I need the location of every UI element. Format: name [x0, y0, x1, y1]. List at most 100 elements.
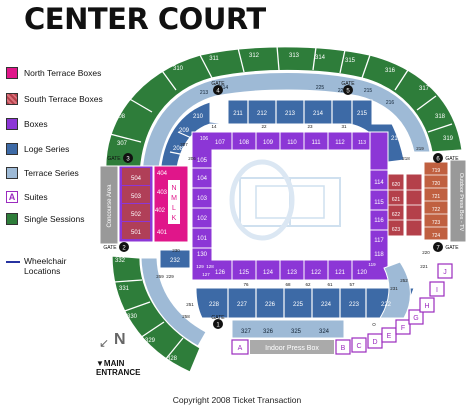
suite-section[interactable]: I — [436, 287, 438, 294]
loge-section[interactable]: 226 — [265, 302, 276, 308]
gate-marker-icon[interactable] — [119, 242, 129, 252]
single-section[interactable]: 318 — [435, 114, 446, 120]
box-section[interactable]: 117 — [374, 238, 384, 244]
box-section[interactable]: 124 — [263, 270, 274, 276]
single-section[interactable]: 311 — [209, 56, 219, 62]
box-section[interactable]: 109 — [263, 140, 274, 146]
terrace-section[interactable]: 224 — [338, 88, 347, 94]
north-terrace-section[interactable]: 502 — [131, 212, 142, 218]
misc-label[interactable]: 259 — [156, 274, 164, 279]
row-number[interactable]: 62 — [305, 282, 311, 287]
loge-section[interactable]: 228 — [209, 302, 220, 308]
single-section[interactable]: 313 — [289, 53, 300, 59]
box-section[interactable]: 103 — [197, 196, 208, 202]
row-number[interactable]: 68 — [285, 282, 291, 287]
misc-label[interactable]: 251 — [186, 302, 194, 307]
terrace-section[interactable]: 225 — [316, 85, 325, 91]
suite-section[interactable]: C — [356, 343, 361, 350]
misc-label[interactable]: 206 — [188, 156, 196, 161]
single-section[interactable]: 329 — [145, 338, 156, 344]
box-section[interactable]: 113 — [358, 140, 366, 146]
north-terrace-section[interactable]: 503 — [131, 194, 142, 200]
single-section[interactable]: 308 — [115, 114, 126, 120]
single-section[interactable]: 328 — [167, 356, 178, 362]
gate-marker-icon[interactable] — [343, 85, 353, 95]
loge-section[interactable]: 210 — [193, 114, 204, 120]
north-terrace-section[interactable]: 404 — [157, 171, 168, 177]
single-section[interactable]: 312 — [249, 53, 260, 59]
single-section[interactable]: 309 — [115, 86, 126, 92]
single-section[interactable]: 310 — [173, 66, 184, 72]
misc-label[interactable]: 252 — [400, 278, 408, 283]
loge-section[interactable]: 222 — [381, 302, 392, 308]
suite-section[interactable]: H — [424, 303, 429, 310]
north-terrace-section[interactable]: 403 — [157, 190, 168, 196]
box-section[interactable]: 121 — [335, 270, 346, 276]
single-section[interactable]: 307 — [117, 141, 128, 147]
misc-label[interactable]: 230 — [172, 248, 180, 253]
misc-label[interactable]: 231 — [390, 286, 398, 291]
row-number[interactable]: 57 — [349, 282, 355, 287]
south-terrace-section[interactable]: 721 — [432, 194, 441, 200]
single-section[interactable]: 315 — [345, 58, 356, 64]
box-section[interactable]: 119 — [368, 262, 376, 267]
box-section[interactable]: 116 — [374, 218, 384, 224]
loge-section[interactable]: 217 — [391, 136, 402, 142]
terrace-section[interactable]: 326 — [263, 329, 274, 335]
gate-marker-icon[interactable] — [213, 319, 223, 329]
south-terrace-section[interactable]: 723 — [432, 220, 441, 226]
box-section[interactable]: 112 — [335, 140, 345, 146]
suite-section[interactable]: B — [341, 345, 346, 352]
box-section[interactable]: 104 — [197, 176, 208, 182]
gate-marker-icon[interactable] — [433, 153, 443, 163]
box-section[interactable]: 125 — [239, 270, 250, 276]
south-terrace-section[interactable]: 722 — [432, 207, 441, 213]
box-section[interactable]: 129 — [196, 264, 204, 269]
north-terrace-section[interactable]: 504 — [131, 176, 142, 182]
box-section[interactable]: 106 — [200, 136, 209, 142]
south-terrace-section[interactable]: 724 — [432, 233, 441, 239]
terrace-section[interactable]: 213 — [200, 90, 209, 96]
terrace-section[interactable]: 324 — [319, 329, 330, 335]
box-section[interactable]: 101 — [197, 236, 208, 242]
terrace-section[interactable]: 216 — [386, 100, 395, 106]
gate-marker-icon[interactable] — [213, 85, 223, 95]
box-section[interactable]: 127 — [202, 272, 210, 277]
loge-section[interactable]: 216 — [379, 116, 390, 122]
terrace-section[interactable]: 214 — [220, 85, 229, 91]
box-section[interactable]: 105 — [197, 158, 208, 164]
loge-section[interactable]: 211 — [233, 111, 243, 117]
misc-label[interactable]: 220 — [422, 250, 430, 255]
misc-label[interactable]: 221 — [420, 264, 428, 269]
loge-section[interactable]: 214 — [313, 111, 324, 117]
single-section[interactable]: 319 — [443, 136, 454, 142]
loge-section[interactable]: 224 — [321, 302, 332, 308]
row-number[interactable]: 76 — [243, 282, 249, 287]
single-section[interactable]: 331 — [119, 286, 130, 292]
north-terrace-section[interactable]: 401 — [157, 230, 168, 236]
north-terrace-section[interactable]: 501 — [131, 230, 142, 236]
box-section[interactable]: 123 — [287, 270, 298, 276]
box-section[interactable]: 130 — [197, 252, 208, 258]
loge-section[interactable]: 209 — [179, 128, 190, 134]
row-number[interactable]: 22 — [261, 124, 267, 129]
box-section[interactable]: 128 — [206, 264, 214, 269]
row-number[interactable]: 31 — [341, 124, 347, 129]
box-section[interactable]: 118 — [374, 252, 384, 258]
loge-section[interactable]: 223 — [349, 302, 360, 308]
box-section[interactable]: 102 — [197, 216, 208, 222]
suite-section[interactable]: D — [372, 339, 377, 346]
south-terrace-section[interactable]: 719 — [432, 168, 441, 174]
box-section[interactable]: 120 — [357, 270, 368, 276]
loge-section[interactable]: 208 — [173, 146, 184, 152]
suite-section[interactable]: E — [387, 333, 392, 340]
suite-section[interactable]: G — [413, 315, 418, 322]
single-section[interactable]: 330 — [127, 314, 138, 320]
suite-section[interactable]: J — [443, 269, 447, 276]
north-terrace-box[interactable]: K — [172, 215, 177, 222]
row-number[interactable]: 14 — [211, 124, 217, 129]
loge-section[interactable]: 227 — [237, 302, 248, 308]
south-terrace-section[interactable]: 623 — [392, 227, 401, 233]
terrace-section[interactable]: 327 — [241, 329, 252, 335]
box-section[interactable]: 111 — [311, 140, 321, 146]
